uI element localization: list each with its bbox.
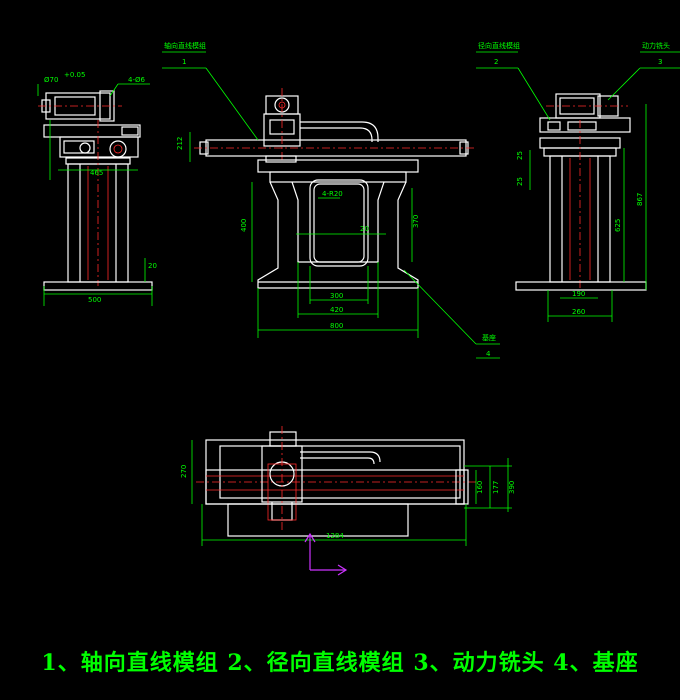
left-side-view: 500 465 20 Ø70 +0.05 4-Ø6 (37, 71, 157, 306)
dim-right-25b: 25 (516, 177, 524, 186)
dim-front-370: 370 (412, 215, 420, 228)
dim-top-270: 270 (180, 465, 188, 478)
dim-front-420: 420 (330, 306, 343, 314)
dim-front-400: 400 (240, 219, 248, 232)
callout-1-num: 1 (182, 58, 186, 66)
dim-front-212: 212 (176, 137, 184, 150)
right-side-view: 25 25 625 867 190 260 (515, 93, 647, 322)
dim-left-phi: Ø70 (44, 76, 58, 84)
dim-right-25: 25 (516, 151, 524, 160)
dim-right-625: 625 (614, 219, 622, 232)
callout-4-num: 4 (486, 350, 491, 358)
dim-left-20: 20 (148, 262, 157, 270)
dim-right-867: 867 (636, 193, 644, 206)
dim-front-20: 20 (360, 225, 369, 233)
callout-4-name: 基座 (482, 333, 496, 342)
dim-front-800: 800 (330, 322, 343, 330)
dim-left-holes: 4-Ø6 (128, 76, 145, 84)
dim-right-190: 190 (572, 290, 585, 298)
dim-left-tol: +0.05 (64, 71, 85, 79)
callout-2-num: 2 (494, 58, 498, 66)
dim-top-160: 160 (476, 481, 484, 494)
dim-left-500: 500 (88, 296, 101, 304)
dim-left-465: 465 (90, 169, 103, 177)
callout-1-name: 轴向直线模组 (164, 41, 206, 50)
callout-3-num: 3 (658, 58, 662, 66)
dim-top-1284: 1284 (326, 532, 344, 540)
dim-top-390: 390 (508, 481, 516, 494)
drawing-caption: 1、轴向直线模组 2、径向直线模组 3、动力铣头 4、基座 (41, 650, 639, 676)
callout-3-name: 动力铣头 (642, 41, 670, 50)
callout-2-name: 径向直线模组 (478, 41, 520, 50)
dim-top-177: 177 (492, 481, 500, 494)
front-view: 212 400 370 300 420 800 4-R20 20 (176, 88, 474, 338)
dim-right-260: 260 (572, 308, 585, 316)
dim-front-r20: 4-R20 (322, 190, 343, 198)
top-view: 270 1284 160 177 390 (180, 426, 516, 576)
part-callouts: 轴向直线模组 1 径向直线模组 2 动力铣头 3 基座 4 (162, 41, 680, 359)
dim-front-300: 300 (330, 292, 343, 300)
